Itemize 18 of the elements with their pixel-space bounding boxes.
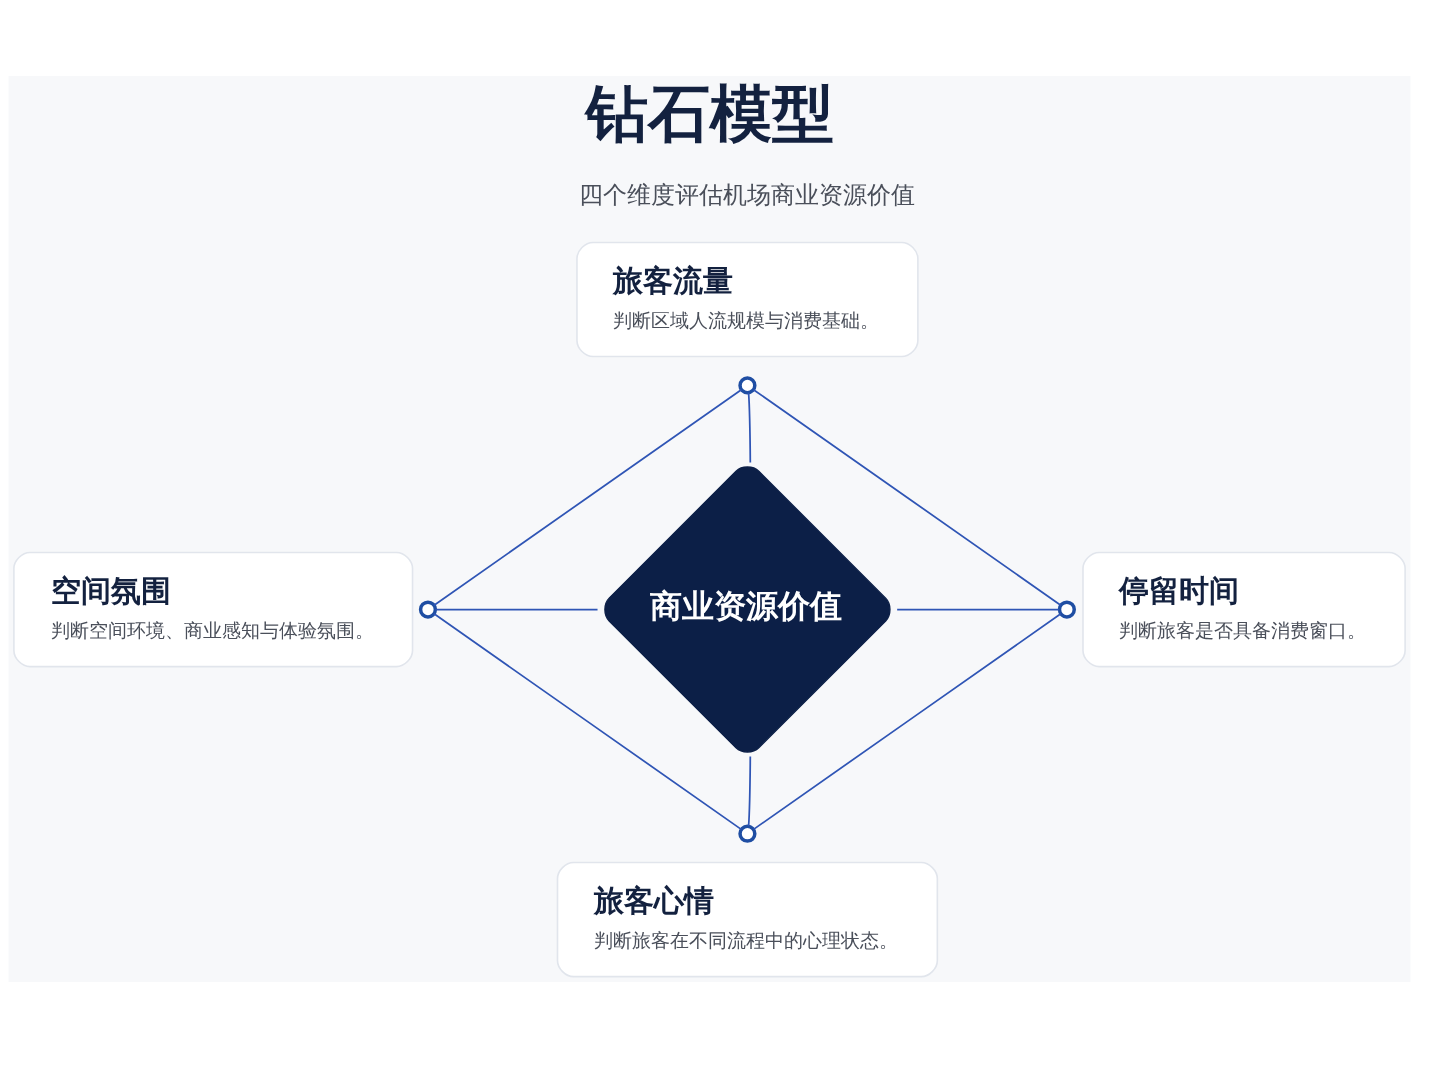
node-circle [738,375,757,394]
label: 四个维度评估机场商业资源价值 [579,180,916,209]
node-circle [1057,599,1076,619]
connector [752,388,1062,606]
connector [434,608,599,610]
node-circle [418,599,438,619]
connector [747,391,752,463]
node-box: 旅客流量 判断区域人流规模与消费基础。 [576,241,919,357]
connector [433,612,743,830]
node-box: 空间氛围 判断空间环境、商业感知与体验氛围。 [13,551,414,667]
connector [896,608,1060,610]
node-circle [738,824,757,843]
node-box: 停留时间 判断旅客是否具备消费窗口。 [1082,551,1406,667]
connector [752,612,1062,830]
diagram-title: 钻石模型 [586,77,835,150]
node-box: 旅客心情 判断旅客在不同流程中的心理状态。 [556,861,939,977]
connector [433,388,743,606]
connector [747,755,752,827]
